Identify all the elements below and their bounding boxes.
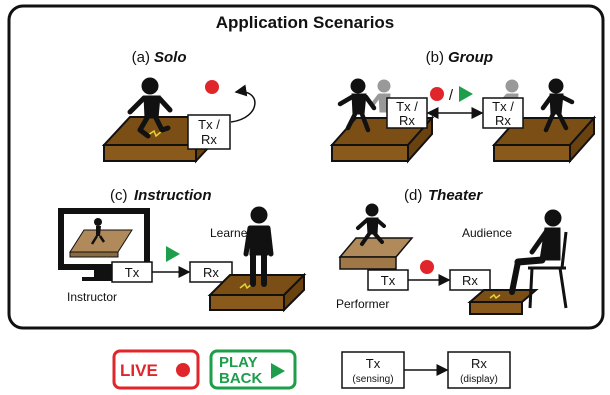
learner-label: Learner <box>210 226 251 240</box>
theater-rx-box <box>449 269 491 291</box>
panel-solo: (a) Solo Tx / Rx <box>101 49 256 164</box>
group-box-right-line1: Tx / <box>492 99 514 114</box>
performer-label: Performer <box>336 297 389 311</box>
group-person-left <box>337 78 377 133</box>
group-box-left <box>386 97 428 129</box>
playback-triangle-icon <box>271 363 285 379</box>
theater-name: Theater <box>428 187 483 204</box>
instruction-tx-label: Tx <box>125 265 140 280</box>
monitor-icon <box>58 208 150 281</box>
solo-box-line2: Rx <box>201 132 217 147</box>
legend-rx-sub: (display) <box>460 374 498 385</box>
learner-figure <box>243 206 274 287</box>
panel-group: (b) Group <box>329 49 597 164</box>
panel-theater: (d) Theater Tx Rx Performer Audience <box>336 187 568 315</box>
learner-platform <box>207 272 307 313</box>
group-prefix: (b) <box>426 49 444 66</box>
solo-person-figure <box>127 77 173 139</box>
instruction-prefix: (c) <box>110 187 128 204</box>
theater-prefix: (d) <box>404 187 422 204</box>
instruction-rx-label: Rx <box>203 265 219 280</box>
legend-rx-label: Rx <box>471 356 487 371</box>
instruction-rx-box <box>189 261 233 283</box>
performer-platform <box>338 237 414 270</box>
legend-tx-sub: (sensing) <box>352 374 393 385</box>
live-indicator-icon <box>430 87 444 101</box>
legend-tx-label: Tx <box>366 356 381 371</box>
solo-loop-arrow <box>230 84 256 123</box>
playback-badge-line2: BACK <box>219 370 262 387</box>
theater-tx-label: Tx <box>381 273 396 288</box>
audience-platform <box>467 289 539 315</box>
solo-prefix: (a) <box>132 49 150 66</box>
group-name: Group <box>448 49 493 66</box>
playback-badge <box>209 349 297 390</box>
playback-indicator-icon <box>166 246 180 262</box>
group-box-left-line1: Tx / <box>396 99 418 114</box>
audience-label: Audience <box>462 226 512 240</box>
group-person-right <box>540 78 575 133</box>
solo-box-line1: Tx / <box>198 117 220 132</box>
live-dot-icon <box>176 363 190 377</box>
legend-rx-box <box>447 351 511 389</box>
group-box-right-line2: Rx <box>495 113 511 128</box>
diagram-title: Application Scenarios <box>216 13 395 32</box>
solo-name: Solo <box>154 49 187 66</box>
instruction-name: Instruction <box>134 187 212 204</box>
panel-instruction: (c) Instruction Tx Rx Instructor Learner <box>58 187 307 313</box>
playback-badge-line1: PLAY <box>219 354 258 371</box>
performer-figure <box>356 203 386 246</box>
live-badge <box>112 349 200 390</box>
audience-figure <box>509 209 562 295</box>
theater-rx-label: Rx <box>462 273 478 288</box>
group-slash: / <box>449 87 454 104</box>
live-indicator-icon <box>420 260 434 274</box>
instructor-label: Instructor <box>67 290 117 304</box>
group-box-left-line2: Rx <box>399 113 415 128</box>
legend: LIVE PLAY BACK Tx (sensing) Rx (display) <box>112 349 511 390</box>
solo-txrx-box <box>187 114 231 150</box>
live-badge-label: LIVE <box>120 361 158 380</box>
chair-icon <box>528 231 568 309</box>
live-indicator-icon <box>205 80 219 94</box>
playback-indicator-icon <box>459 86 473 102</box>
